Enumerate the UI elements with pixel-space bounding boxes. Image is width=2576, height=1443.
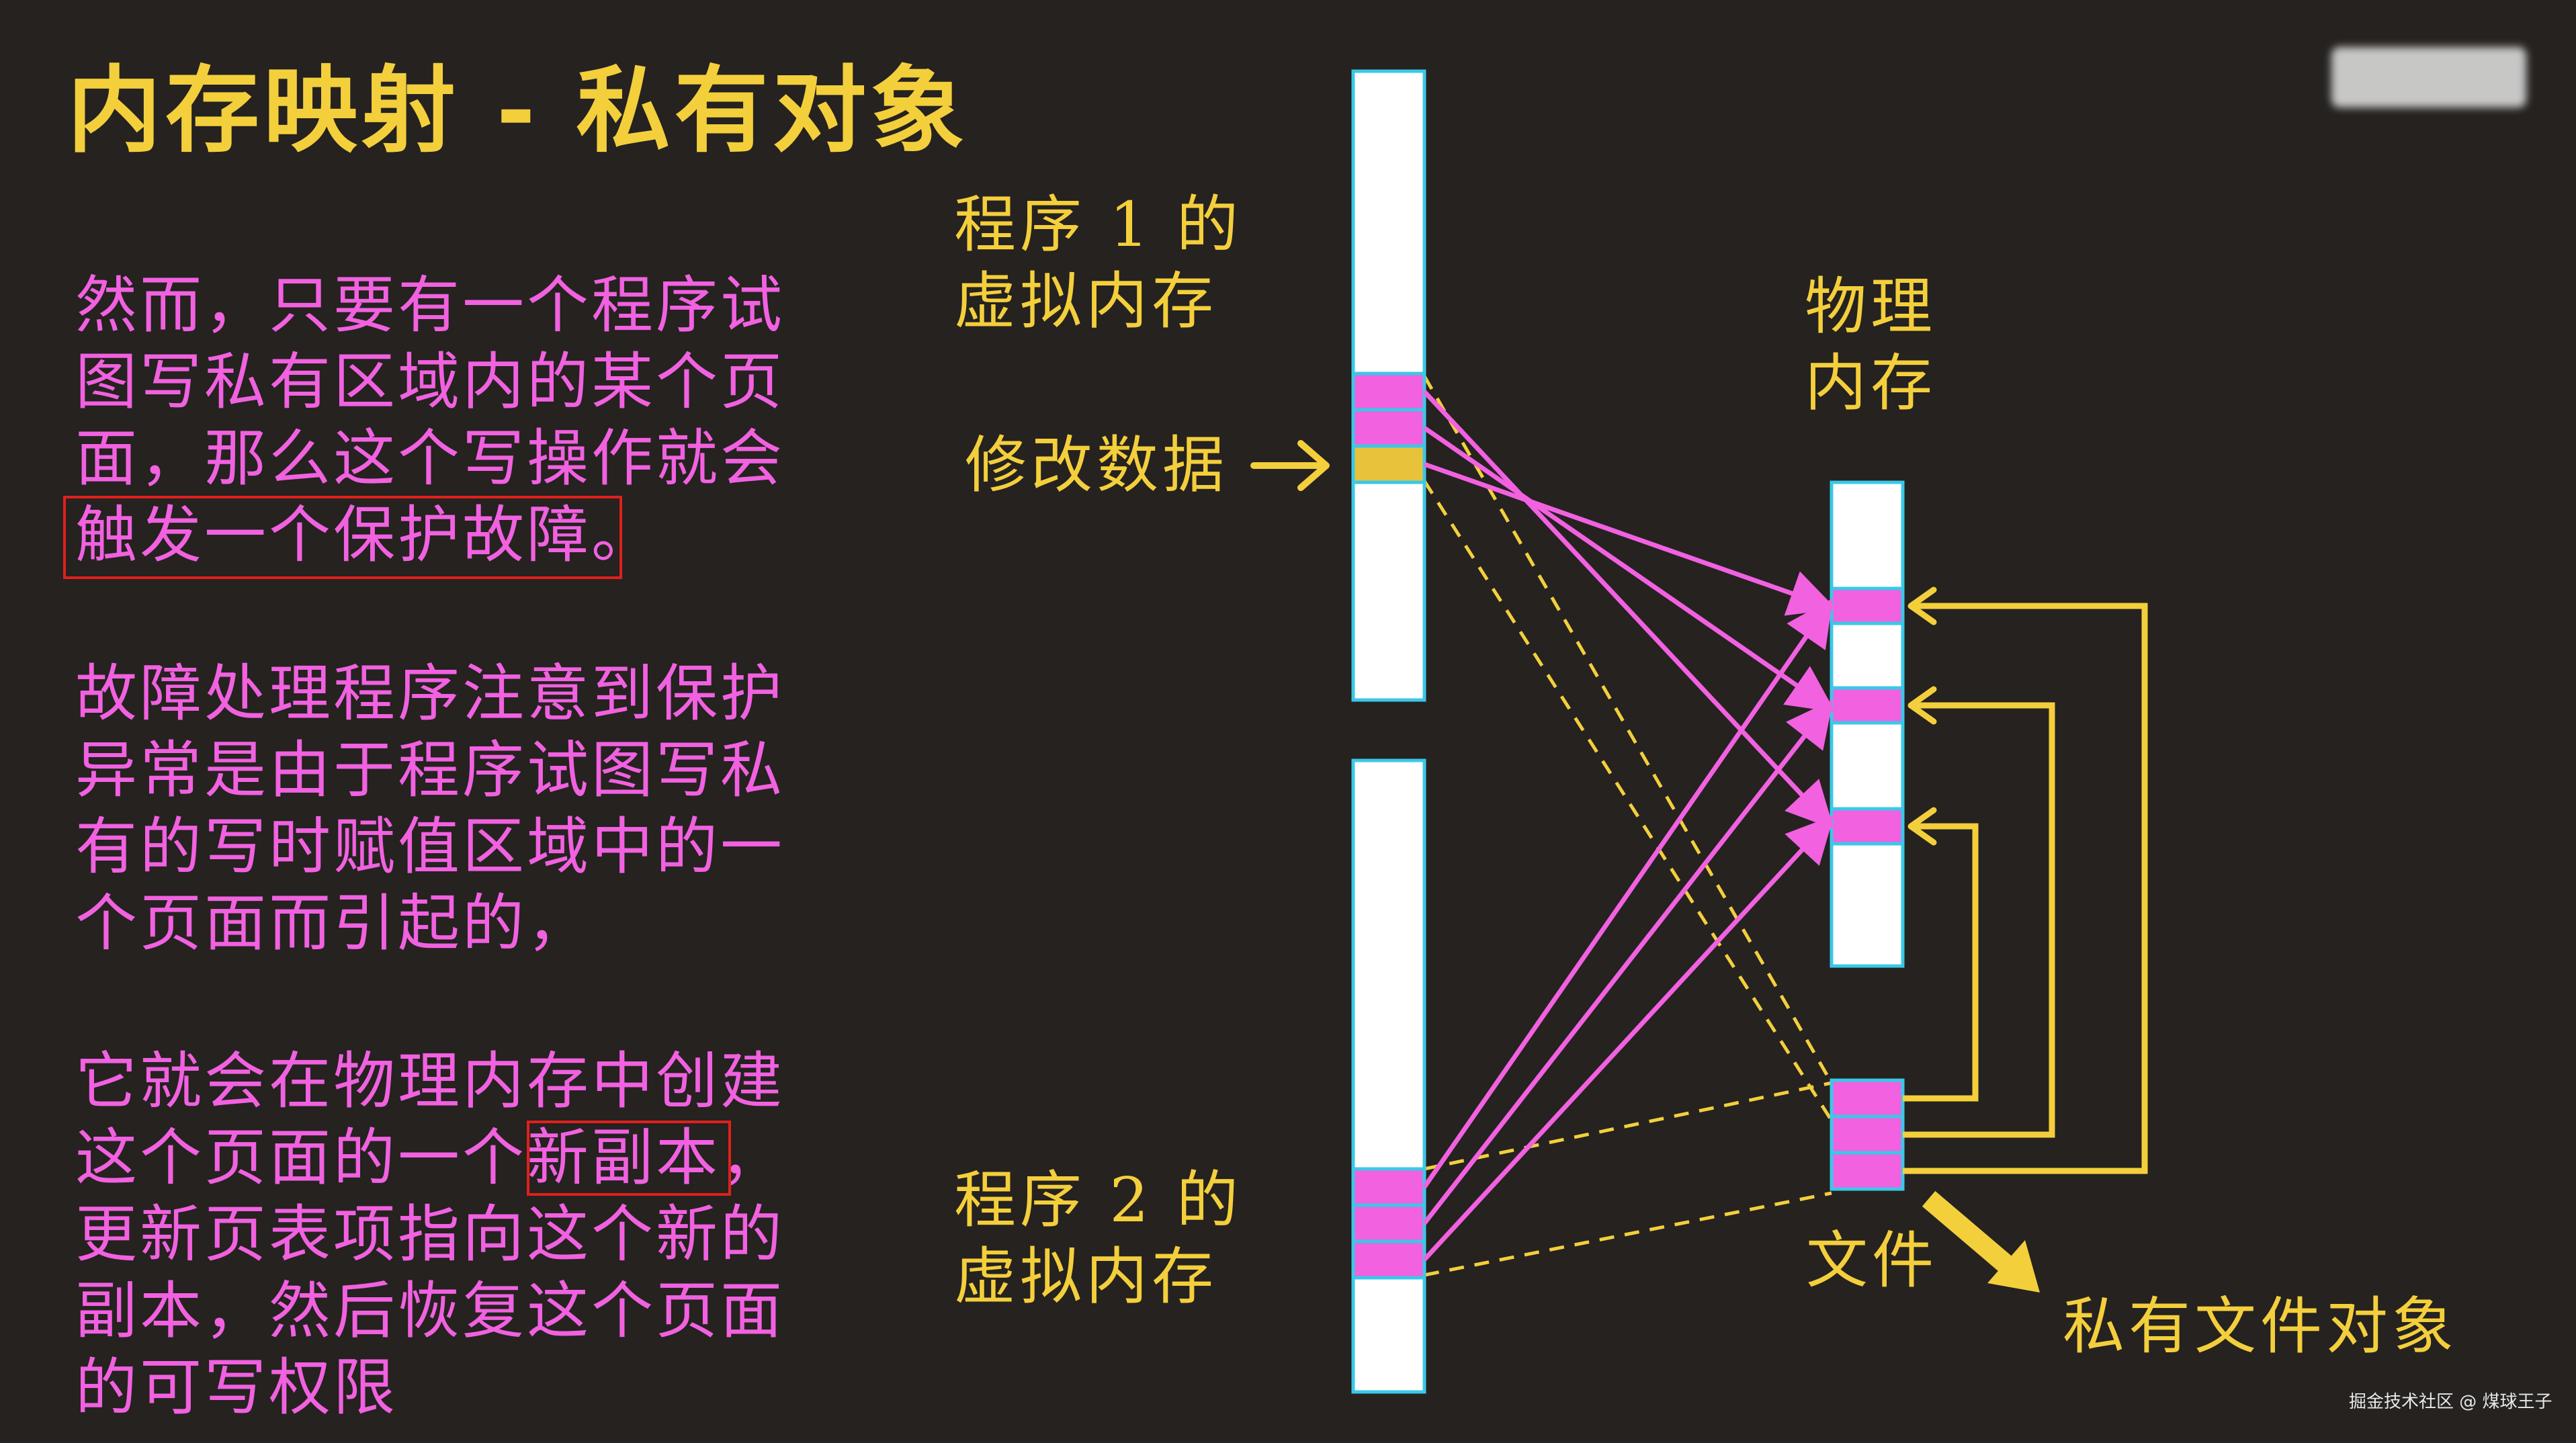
bracket-arrow <box>1903 603 2148 1174</box>
dashed-mapping-line <box>1424 1081 1832 1171</box>
page-block <box>1351 1239 1426 1280</box>
highlight-box-protection-fault <box>63 496 622 579</box>
page-block <box>1830 807 1905 846</box>
text-line: 个页面而引起的， <box>75 887 592 959</box>
modified-page-block <box>1351 444 1426 484</box>
text-line: 异常是由于程序试图写私 <box>75 734 785 806</box>
page-block <box>1830 686 1905 725</box>
modify-data-arrow <box>1250 440 1330 491</box>
highlight-box-new-copy <box>527 1121 731 1196</box>
dashed-mapping-line <box>1422 375 1834 1084</box>
modify-data-label: 修改数据 <box>965 429 1229 501</box>
mapping-arrow <box>1422 815 1834 1262</box>
text-line: 触发一个保护故障。 <box>75 499 656 571</box>
label-line: 内存 <box>1805 347 1937 419</box>
private-file-object-label: 私有文件对象 <box>2063 1291 2458 1362</box>
paragraph-protection-fault: 然而，只要有一个程序试 图写私有区域内的某个页 面，那么这个写操作就会 触发一个… <box>75 267 785 574</box>
page-block <box>1351 408 1426 448</box>
page-block <box>1351 371 1426 412</box>
dashed-file-mappings <box>1422 375 1834 1277</box>
private-object-arrow <box>1922 1190 2040 1293</box>
physical-memory-label: 物理 内存 <box>1805 269 1936 422</box>
arrowhead <box>1907 586 1937 625</box>
text-line: 它就会在物理内存中创建 <box>75 1045 785 1117</box>
page-block <box>1351 1167 1426 1207</box>
mapping-arrow <box>1422 598 1833 1188</box>
mapping-arrow <box>1423 462 1837 616</box>
text-line: 更新页表项指向这个新的 <box>75 1198 785 1270</box>
bracket-arrowheads <box>1907 586 1937 846</box>
page-block <box>1830 586 1905 625</box>
paragraph-new-copy: 它就会在物理内存中创建 这个页面的一个新副本， 更新页表项指向这个新的 副本，然… <box>75 1043 785 1426</box>
paragraph-fault-handler: 故障处理程序注意到保护 异常是由于程序试图写私 有的写时赋值区域中的一 个页面而… <box>75 656 785 962</box>
program1-label: 程序 1 的 虚拟内存 <box>954 187 1242 340</box>
program1-virtual-memory <box>1351 69 1426 702</box>
page-block <box>1351 1203 1426 1243</box>
blurred-logo <box>2331 47 2526 107</box>
text-line: 面，那么这个写操作就会 <box>75 423 785 494</box>
mapping-arrow <box>1423 426 1836 712</box>
text-line: 这个页面的一个新副本， <box>75 1122 785 1194</box>
text-line: 图写私有区域内的某个页 <box>75 346 785 418</box>
text-line: 故障处理程序注意到保护 <box>75 658 785 730</box>
text-line: 的可写权限 <box>75 1352 398 1424</box>
page-block <box>1830 1078 1905 1119</box>
label-line: 物理 <box>1805 271 1937 343</box>
program2-virtual-memory <box>1351 758 1426 1394</box>
label-line: 虚拟内存 <box>954 265 1218 337</box>
page-block <box>1830 1114 1905 1155</box>
program2-label: 程序 2 的 虚拟内存 <box>954 1162 1242 1315</box>
bracket-arrow <box>1903 702 2055 1138</box>
label-line: 程序 2 的 <box>954 1164 1243 1236</box>
arrowhead <box>1907 686 1937 725</box>
watermark: 掘金技术社区 @ 煤球王子 <box>2349 1392 2552 1412</box>
dashed-mapping-line <box>1422 480 1834 1122</box>
dashed-mapping-line <box>1424 1191 1832 1277</box>
file-to-physical-arrows <box>1903 603 2148 1174</box>
page-block <box>1830 1151 1905 1191</box>
mapping-arrow <box>1422 390 1834 830</box>
label-line: 程序 1 的 <box>954 189 1243 261</box>
arrowhead <box>1907 807 1937 846</box>
text-line: 然而，只要有一个程序试 <box>75 269 785 341</box>
file-object <box>1830 1078 1905 1191</box>
file-label: 文件 <box>1806 1225 1938 1297</box>
page-table-mappings <box>1422 390 1837 1262</box>
text-line: 有的写时赋值区域中的一 <box>75 811 785 883</box>
text-line: 副本，然后恢复这个页面 <box>75 1275 785 1347</box>
mapping-arrow <box>1422 699 1834 1225</box>
label-line: 虚拟内存 <box>954 1241 1218 1313</box>
bracket-arrow <box>1903 823 1979 1102</box>
physical-memory <box>1830 480 1905 968</box>
page-title: 内存映射 - 私有对象 <box>67 56 969 166</box>
